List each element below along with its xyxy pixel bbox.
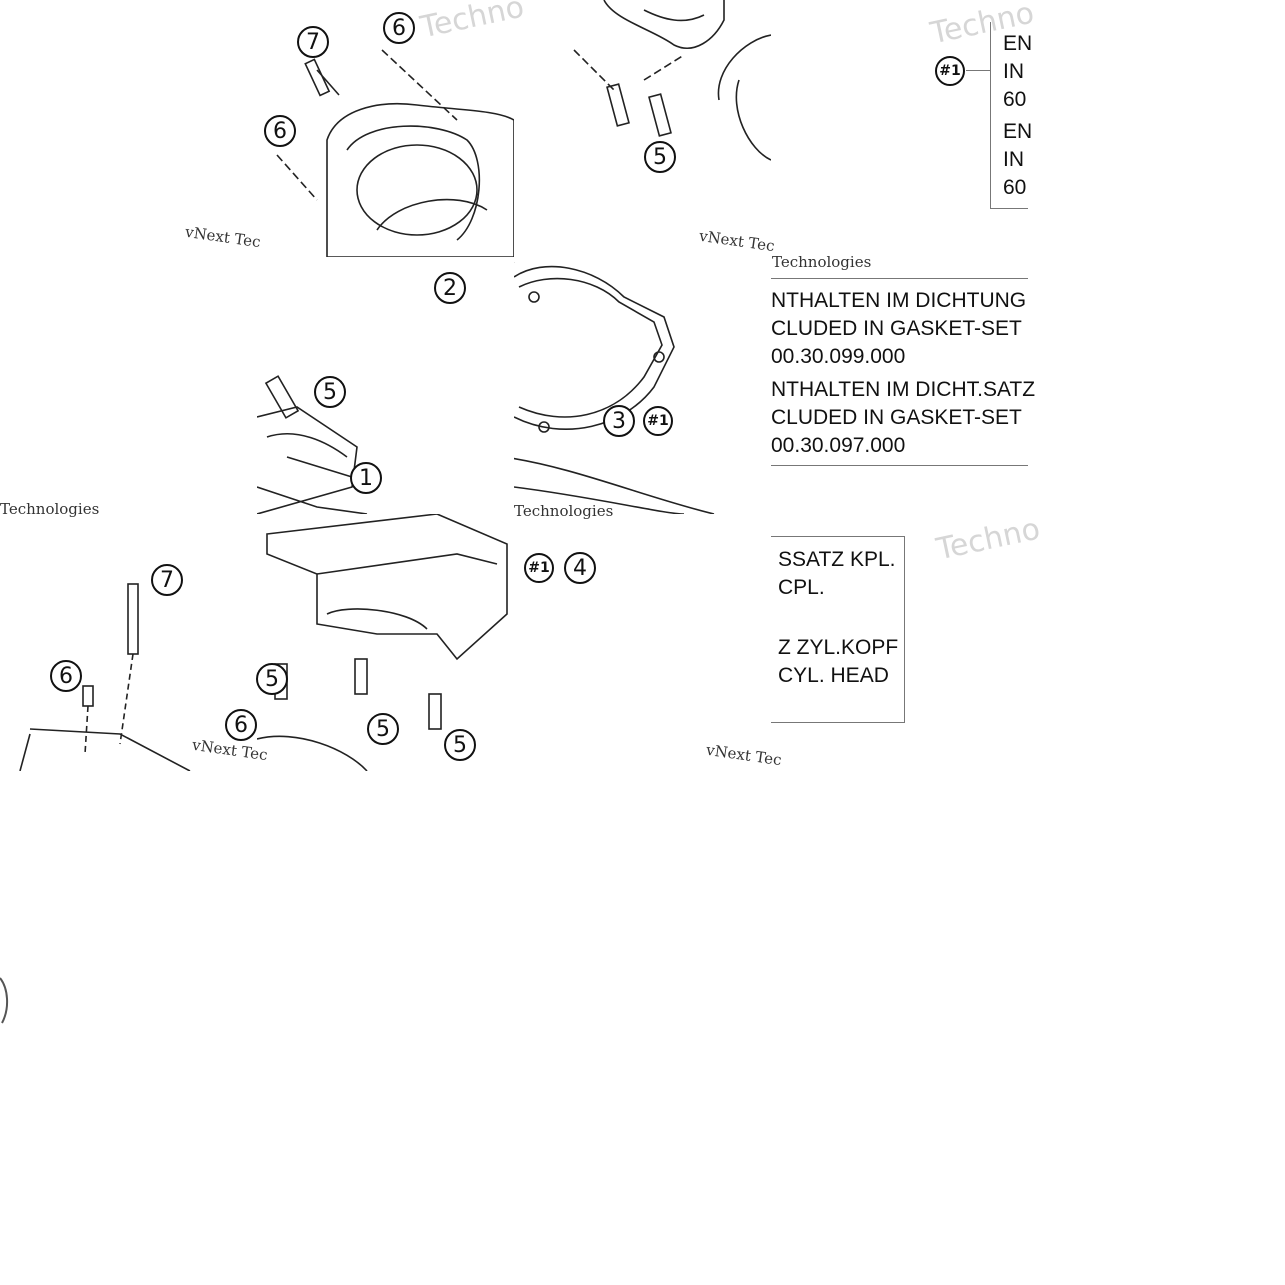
- note-low-line4: CYL. HEAD: [778, 664, 889, 687]
- note-mid-line2: CLUDED IN GASKET-SET: [771, 317, 1022, 340]
- cylinder-head-gasket-drawing: [276, 49, 514, 257]
- cylinder-block-drawing: [257, 514, 508, 771]
- note-top-line4: EN: [1003, 120, 1033, 143]
- callout-4: 4: [564, 552, 596, 584]
- note-top-line6: 60: [1003, 176, 1027, 199]
- notes-tile-top-right: [771, 0, 1028, 257]
- base-gasket-drawing: [514, 262, 715, 514]
- note-low-line2: CPL.: [778, 576, 825, 599]
- callout-5-low-mid: 5: [367, 713, 399, 745]
- note-low-line3: Z ZYL.KOPF: [778, 636, 899, 659]
- note-top-line5: IN: [1003, 148, 1024, 171]
- diagram-tile-top-mid: [514, 0, 771, 257]
- callout-6-low: 6: [50, 660, 82, 692]
- note-mid-line6: 00.30.097.000: [771, 434, 906, 457]
- notes-tile-low-right: [771, 514, 1028, 771]
- callout-2: 2: [434, 272, 466, 304]
- note-mid-line1: NTHALTEN IM DICHTUNG: [771, 289, 1027, 312]
- notes-tile-mid-right: [771, 257, 1028, 514]
- stud-and-dowel-drawing: [19, 583, 191, 771]
- callout-7-top: 7: [297, 26, 329, 58]
- callout-hash1-mid: #1: [643, 406, 673, 436]
- diagram-tile-mid-left: [257, 257, 514, 514]
- cylinder-drawing: [257, 375, 368, 514]
- callout-3: 3: [603, 405, 635, 437]
- note-low-line1: SSATZ KPL.: [778, 548, 896, 571]
- callout-hash1-top: #1: [935, 56, 965, 86]
- engine-case-drawing: [573, 0, 771, 161]
- fragment-left-edge: [0, 968, 12, 1028]
- callout-6-bottom: 6: [225, 709, 257, 741]
- note-top-line3: 60: [1003, 88, 1027, 111]
- callout-5-mid: 5: [314, 376, 346, 408]
- note-top-line1: EN: [1003, 32, 1033, 55]
- callout-hash1-low: #1: [524, 553, 554, 583]
- watermark-vnext-1: vNext Tec: [184, 222, 262, 252]
- callout-1: 1: [350, 462, 382, 494]
- callout-6-top: 6: [383, 12, 415, 44]
- watermark-tech-3: Technologies: [514, 502, 614, 520]
- callout-5-low-right: 5: [444, 729, 476, 761]
- callout-6-left: 6: [264, 115, 296, 147]
- diagram-tile-mid-mid: [514, 257, 771, 514]
- callout-7-low: 7: [151, 564, 183, 596]
- diagram-tile-low-far-left: [0, 514, 257, 771]
- note-top-line2: IN: [1003, 60, 1024, 83]
- callout-5-top-right: 5: [644, 141, 676, 173]
- watermark-tech-2: Technologies: [0, 500, 100, 518]
- note-mid-line4: NTHALTEN IM DICHT.SATZ: [771, 378, 1036, 401]
- note-mid-line3: 00.30.099.000: [771, 345, 906, 368]
- note-mid-line5: CLUDED IN GASKET-SET: [771, 406, 1022, 429]
- watermark-tech-1: Technologies: [772, 253, 872, 271]
- callout-5-low-left: 5: [256, 663, 288, 695]
